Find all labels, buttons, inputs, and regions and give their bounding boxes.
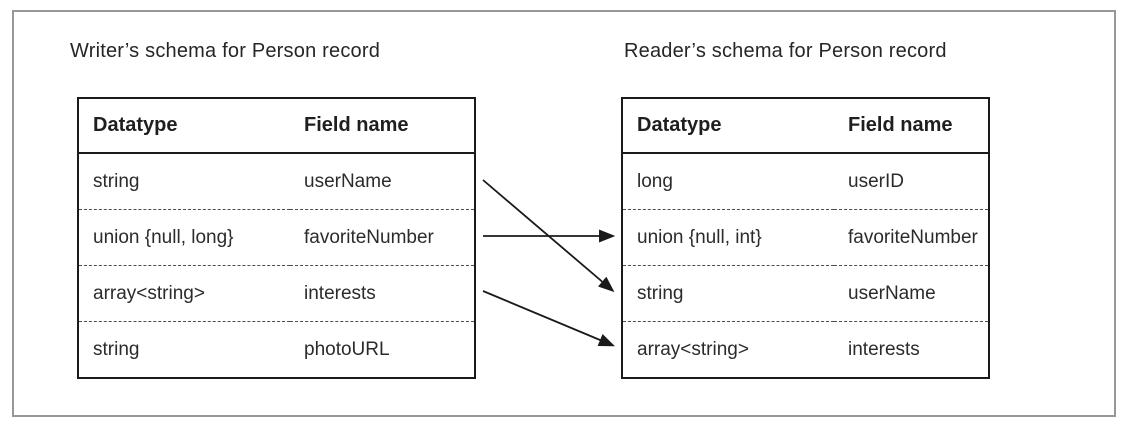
datatype-cell: union {null, long} xyxy=(78,209,290,266)
field-name-cell: favoriteNumber xyxy=(290,209,475,266)
reader-column-header-datatype: Datatype xyxy=(622,98,834,154)
writer-row-interests: array<string> interests xyxy=(78,265,475,322)
writer-row-photourl: string photoURL xyxy=(78,321,475,378)
datatype-cell: string xyxy=(93,170,140,192)
writer-schema-title: Writer’s schema for Person record xyxy=(70,40,381,62)
field-name-cell: favoriteNumber xyxy=(834,209,989,266)
reader-column-header-field-name: Field name xyxy=(834,98,989,154)
reader-row-favoritenumber: union {null, int} favoriteNumber xyxy=(622,209,989,266)
writer-column-header-field-name: Field name xyxy=(290,98,475,154)
datatype-cell: array<string> xyxy=(78,265,290,322)
reader-header-row: Datatype Field name xyxy=(622,98,989,154)
field-name-cell: userName xyxy=(834,265,989,322)
writer-schema-table: Datatype Field name string userName unio… xyxy=(77,97,476,379)
writer-row-username: string userName xyxy=(78,153,475,210)
reader-row-username: string userName xyxy=(622,265,989,322)
datatype-cell: union {null, int} xyxy=(622,209,834,266)
datatype-cell: array<string> xyxy=(622,321,834,378)
field-name-cell: userID xyxy=(848,170,904,192)
field-name-cell: userName xyxy=(304,170,392,192)
datatype-cell: string xyxy=(622,265,834,322)
reader-row-interests: array<string> interests xyxy=(622,321,989,378)
writer-column-header-datatype: Datatype xyxy=(78,98,290,154)
reader-schema-table: Datatype Field name long userID union {n… xyxy=(621,97,990,379)
writer-row-favoritenumber: union {null, long} favoriteNumber xyxy=(78,209,475,266)
datatype-cell: long xyxy=(637,170,673,192)
field-name-cell: interests xyxy=(290,265,475,322)
field-name-cell: interests xyxy=(834,321,989,378)
writer-header-row: Datatype Field name xyxy=(78,98,475,154)
reader-row-userid: long userID xyxy=(622,153,989,210)
reader-schema-title: Reader’s schema for Person record xyxy=(624,40,947,62)
datatype-cell: string xyxy=(78,321,290,378)
field-name-cell: photoURL xyxy=(290,321,475,378)
